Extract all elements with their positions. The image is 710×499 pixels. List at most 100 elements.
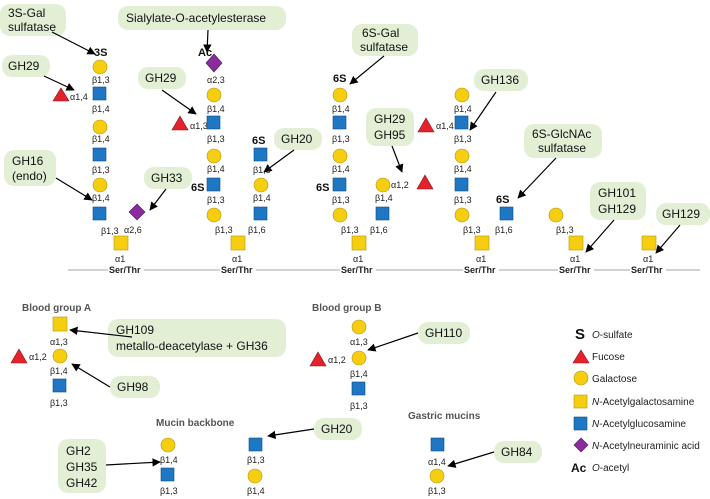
svg-text:β1,3: β1,3	[253, 165, 271, 175]
ser-thr-label: Ser/Thr	[559, 265, 591, 275]
svg-text:Ac: Ac	[571, 461, 587, 475]
enzyme-gh109: GH109 metallo-deacetylase + GH36	[108, 319, 286, 357]
svg-text:Blood group A: Blood group A	[22, 303, 91, 314]
svg-text:α1,4: α1,4	[436, 121, 454, 131]
galnac-square-icon	[573, 394, 588, 409]
svg-text:α2,6: α2,6	[124, 225, 142, 235]
enzyme-gh20-top: GH20	[274, 128, 322, 150]
svg-text:GH98: GH98	[117, 380, 149, 394]
glycan-structure-1: 3S β1,3 α1,4 β1,4 β1,4 β1,3 β1,4 β1,3 α2…	[52, 47, 146, 264]
svg-text:α1: α1	[570, 254, 580, 264]
svg-text:β1,3: β1,3	[428, 486, 446, 496]
svg-text:GH29: GH29	[374, 112, 406, 126]
enzyme-gh101-gh129: GH101 GH129	[590, 182, 646, 220]
svg-text:N-Acetylgalactosamine: N-Acetylgalactosamine	[592, 397, 695, 408]
enzyme-gh20-bottom: GH20	[314, 418, 362, 440]
svg-text:3S: 3S	[94, 47, 107, 59]
neuac-diamond-icon	[573, 437, 589, 453]
enzyme-sialylate-o-acetylesterase: Sialylate-O-acetylesterase	[118, 6, 286, 30]
svg-text:β1,3: β1,3	[207, 195, 225, 205]
svg-text:6S: 6S	[316, 182, 329, 194]
svg-text:β1,3: β1,3	[341, 225, 359, 235]
svg-text:β1,6: β1,6	[370, 225, 388, 235]
svg-text:GH129: GH129	[598, 202, 636, 216]
svg-text:β1,3: β1,3	[160, 486, 178, 496]
svg-text:β1,4: β1,4	[350, 369, 368, 379]
svg-text:N-Acetylneuraminic acid: N-Acetylneuraminic acid	[592, 441, 700, 452]
svg-text:GH129: GH129	[662, 207, 700, 221]
svg-text:β1,3: β1,3	[332, 134, 350, 144]
svg-text:GH84: GH84	[501, 445, 533, 459]
svg-text:O-acetyl: O-acetyl	[592, 463, 629, 474]
svg-text:α1: α1	[643, 254, 653, 264]
ser-thr-label: Ser/Thr	[341, 265, 373, 275]
svg-text:α1,3: α1,3	[350, 337, 368, 347]
svg-text:β1,3: β1,3	[463, 225, 481, 235]
blood-group-a: Blood group A α1,3 α1,2 β1,4 β1,3	[10, 303, 91, 408]
svg-text:α1,2: α1,2	[391, 180, 409, 190]
svg-text:GH20: GH20	[281, 132, 313, 146]
svg-text:6S-Gal: 6S-Gal	[362, 26, 399, 40]
svg-text:GH42: GH42	[66, 476, 98, 490]
legend-item-galnac: N-Acetylgalactosamine	[573, 394, 695, 409]
enzyme-gh110: GH110	[418, 322, 470, 344]
ser-thr-label: Ser/Thr	[631, 265, 663, 275]
enzyme-gh33: GH33	[144, 167, 192, 189]
blood-group-b: Blood group B α1,3 α1,2 β1,4 β1,3	[309, 303, 381, 411]
svg-text:β1,4: β1,4	[332, 164, 350, 174]
galactose-circle-icon	[573, 370, 589, 386]
svg-text:6S: 6S	[496, 194, 509, 206]
svg-text:GH110: GH110	[425, 326, 462, 340]
glycan-structure-4: β1,4 α1,4 β1,3 β1,4 β1,3 β1,3 6S β1,6 α1	[417, 87, 514, 264]
svg-text:β1,4: β1,4	[207, 164, 225, 174]
svg-text:(endo): (endo)	[12, 169, 47, 183]
svg-text:β1,3: β1,3	[50, 398, 68, 408]
svg-text:β1,3: β1,3	[215, 225, 233, 235]
mucin-backbone: Mucin backbone β1,4 β1,3 β1,3 β1,4	[156, 418, 265, 496]
svg-text:Blood group B: Blood group B	[312, 303, 381, 314]
svg-text:GH29: GH29	[145, 71, 177, 85]
legend-item-sulfate: S O-sulfate	[575, 326, 633, 343]
enzyme-gh136: GH136	[474, 69, 528, 91]
svg-text:Sialylate-O-acetylesterase: Sialylate-O-acetylesterase	[126, 11, 266, 25]
enzyme-gh129: GH129	[656, 203, 710, 225]
svg-text:S: S	[575, 326, 585, 343]
ser-thr-baseline: Ser/Thr Ser/Thr Ser/Thr Ser/Thr Ser/Thr …	[68, 265, 700, 275]
svg-text:6S: 6S	[333, 73, 346, 85]
svg-text:6S: 6S	[191, 182, 204, 194]
svg-text:GH2: GH2	[66, 444, 91, 458]
ser-thr-label: Ser/Thr	[464, 265, 496, 275]
svg-text:Fucose: Fucose	[592, 352, 625, 363]
svg-text:GH20: GH20	[321, 422, 353, 436]
enzyme-6s-glcnac-sulfatase: 6S-GlcNAc sulfatase	[524, 124, 602, 158]
enzyme-3s-gal-sulfatase: 3S-Gal sulfatase	[0, 4, 66, 36]
enzyme-gh98: GH98	[110, 376, 160, 398]
svg-text:β1,4: β1,4	[92, 104, 110, 114]
enzyme-gh29-left: GH29	[2, 55, 50, 77]
glycan-structure-3: 6S β1,4 β1,3 β1,4 6S β1,3 β1,3 α1,2 β1,4…	[316, 73, 434, 264]
svg-text:GH95: GH95	[374, 128, 406, 142]
svg-text:GH33: GH33	[151, 171, 183, 185]
svg-text:β1,4: β1,4	[454, 104, 472, 114]
svg-text:α1: α1	[476, 254, 486, 264]
svg-text:β1,4: β1,4	[92, 134, 110, 144]
svg-text:β1,3: β1,3	[92, 75, 110, 85]
svg-text:3S-Gal: 3S-Gal	[8, 6, 45, 20]
glycan-structure-6: α1	[641, 235, 657, 264]
svg-text:α2,3: α2,3	[207, 75, 225, 85]
svg-text:α1,2: α1,2	[29, 352, 47, 362]
svg-text:α1,3: α1,3	[50, 337, 68, 347]
glycan-structure-2: Ac α2,3 β1,4 α1,3 β1,3 β1,4 6S β1,3 β1,3…	[171, 47, 271, 264]
svg-text:β1,4: β1,4	[375, 193, 393, 203]
svg-text:β1,3: β1,3	[92, 165, 110, 175]
enzyme-gh29-gh95: GH29 GH95	[366, 108, 414, 146]
svg-text:Ac: Ac	[198, 47, 212, 59]
svg-text:β1,4: β1,4	[253, 193, 271, 203]
svg-text:Gastric mucins: Gastric mucins	[408, 411, 481, 422]
enzyme-arrows	[43, 29, 681, 468]
svg-text:α1,4: α1,4	[70, 92, 88, 102]
svg-text:sulfatase: sulfatase	[538, 141, 586, 155]
svg-text:β1,6: β1,6	[495, 225, 513, 235]
svg-text:Galactose: Galactose	[592, 374, 637, 385]
svg-text:α1,4: α1,4	[428, 457, 446, 467]
